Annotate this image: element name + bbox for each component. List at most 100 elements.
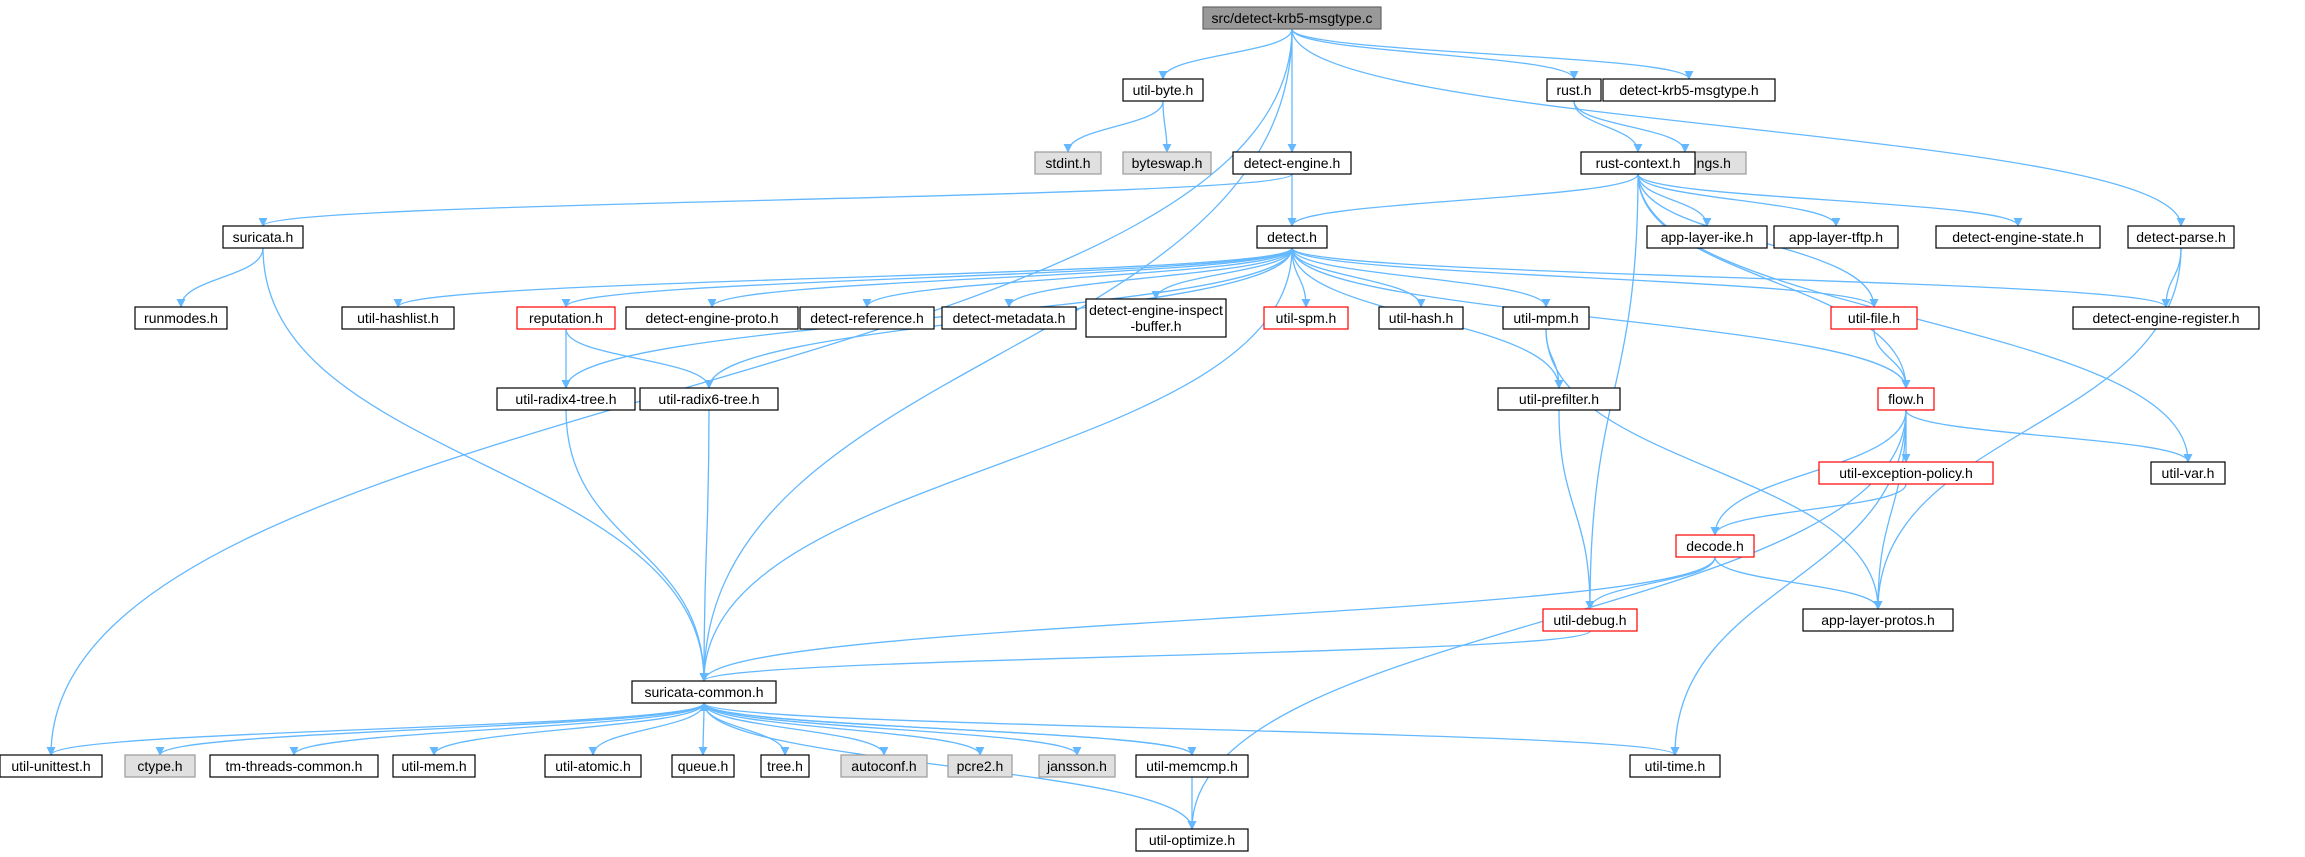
node-util-time[interactable]: util-time.h (1629, 754, 1721, 778)
node-app-layer-protos[interactable]: app-layer-protos.h (1802, 608, 1954, 632)
node-reputation[interactable]: reputation.h (516, 306, 616, 330)
node-box (760, 754, 810, 778)
node-util-prefilter[interactable]: util-prefilter.h (1497, 387, 1621, 411)
node-label: app-layer-protos.h (1821, 612, 1935, 628)
node-root[interactable]: src/detect-krb5-msgtype.c (1202, 6, 1382, 30)
node-util-memcmp[interactable]: util-memcmp.h (1135, 754, 1249, 778)
node-box (392, 754, 476, 778)
node-detect-engine-inspect[interactable]: detect-engine-inspect-buffer.h (1085, 298, 1227, 338)
node-label: util-mpm.h (1513, 310, 1578, 326)
node-util-spm[interactable]: util-spm.h (1263, 306, 1349, 330)
node-pcre2[interactable]: pcre2.h (947, 754, 1013, 778)
node-detect-engine-state[interactable]: detect-engine-state.h (1935, 225, 2101, 249)
node-label: detect-metadata.h (953, 310, 1066, 326)
node-label: detect-parse.h (2136, 229, 2226, 245)
node-detect-metadata[interactable]: detect-metadata.h (941, 306, 1077, 330)
node-util-file[interactable]: util-file.h (1830, 306, 1918, 330)
edge-util_byte-to-stdint (1063, 100, 1164, 153)
edge-suricata_common-to-tm_threads_common (289, 702, 705, 756)
node-util-mem[interactable]: util-mem.h (392, 754, 476, 778)
node-label: util-hashlist.h (357, 310, 439, 326)
node-label: -buffer.h (1130, 318, 1181, 334)
node-label: autoconf.h (851, 758, 916, 774)
node-decode[interactable]: decode.h (1675, 534, 1755, 558)
node-app-layer-ike[interactable]: app-layer-ike.h (1646, 225, 1768, 249)
node-detect-krb5-h[interactable]: detect-krb5-msgtype.h (1602, 78, 1776, 102)
node-box (209, 754, 379, 778)
node-rust[interactable]: rust.h (1546, 78, 1602, 102)
node-ctype[interactable]: ctype.h (124, 754, 196, 778)
node-util-byte[interactable]: util-byte.h (1122, 78, 1204, 102)
node-byteswap[interactable]: byteswap.h (1122, 151, 1212, 175)
node-queue[interactable]: queue.h (671, 754, 735, 778)
node-box (1935, 225, 2101, 249)
node-box (941, 306, 1077, 330)
node-label: detect-reference.h (810, 310, 924, 326)
node-label: util-spm.h (1276, 310, 1337, 326)
node-detect-engine-register[interactable]: detect-engine-register.h (2072, 306, 2260, 330)
node-box (341, 306, 455, 330)
node-box (1580, 151, 1696, 175)
node-box (1818, 461, 1994, 485)
node-label: runmodes.h (144, 310, 218, 326)
node-box (1675, 534, 1755, 558)
node-runmodes[interactable]: runmodes.h (134, 306, 228, 330)
node-flow[interactable]: flow.h (1877, 387, 1935, 411)
node-util-optimize[interactable]: util-optimize.h (1135, 828, 1249, 852)
node-app-layer-tftp[interactable]: app-layer-tftp.h (1773, 225, 1899, 249)
node-suricata-common[interactable]: suricata-common.h (631, 680, 777, 704)
edge-root-to-rust (1291, 28, 1579, 80)
node-box (1830, 306, 1918, 330)
node-label: util-unittest.h (11, 758, 90, 774)
node-util-atomic[interactable]: util-atomic.h (544, 754, 642, 778)
node-jansson[interactable]: jansson.h (1038, 754, 1116, 778)
node-box (1232, 151, 1352, 175)
edge-util_radix6-to-suricata_common (699, 409, 710, 682)
node-label: queue.h (678, 758, 729, 774)
node-tree[interactable]: tree.h (760, 754, 810, 778)
node-util-hash[interactable]: util-hash.h (1378, 306, 1464, 330)
node-stdint[interactable]: stdint.h (1034, 151, 1102, 175)
node-util-exception-policy[interactable]: util-exception-policy.h (1818, 461, 1994, 485)
node-box (1542, 608, 1638, 632)
node-label: pcre2.h (957, 758, 1004, 774)
node-label: util-mem.h (401, 758, 466, 774)
node-util-mpm[interactable]: util-mpm.h (1502, 306, 1590, 330)
node-rust-context[interactable]: rust-context.h (1580, 151, 1696, 175)
node-util-debug[interactable]: util-debug.h (1542, 608, 1638, 632)
node-util-unittest[interactable]: util-unittest.h (0, 754, 103, 778)
node-box (1602, 78, 1776, 102)
node-detect-engine-proto[interactable]: detect-engine-proto.h (625, 306, 799, 330)
node-label: ctype.h (137, 758, 182, 774)
node-tm-threads-common[interactable]: tm-threads-common.h (209, 754, 379, 778)
node-autoconf[interactable]: autoconf.h (840, 754, 928, 778)
node-label: detect-engine-state.h (1952, 229, 2084, 245)
edge-decode-to-suricata_common (699, 556, 1716, 682)
node-suricata[interactable]: suricata.h (222, 225, 304, 249)
node-label: src/detect-krb5-msgtype.c (1211, 10, 1372, 26)
node-util-hashlist[interactable]: util-hashlist.h (341, 306, 455, 330)
edge-suricata-to-runmodes (176, 247, 264, 308)
edge-detect-to-util_file (1291, 247, 1879, 308)
node-util-radix4[interactable]: util-radix4-tree.h (496, 387, 636, 411)
node-box (1497, 387, 1621, 411)
edge-suricata_common-to-pcre2 (703, 702, 985, 756)
node-box (1038, 754, 1116, 778)
edge-rust_context-to-detect_engine_state (1637, 173, 2023, 227)
node-box (671, 754, 735, 778)
node-detect-reference[interactable]: detect-reference.h (799, 306, 935, 330)
edge-rust_context-to-app_layer_tftp (1637, 173, 1841, 227)
node-label: util-hash.h (1389, 310, 1454, 326)
node-util-radix6[interactable]: util-radix6-tree.h (639, 387, 779, 411)
node-box (222, 225, 304, 249)
node-util-var[interactable]: util-var.h (2150, 461, 2226, 485)
node-label: jansson.h (1046, 758, 1107, 774)
node-box (516, 306, 616, 330)
node-detect-engine[interactable]: detect-engine.h (1232, 151, 1352, 175)
node-box (1773, 225, 1899, 249)
node-detect-parse[interactable]: detect-parse.h (2127, 225, 2235, 249)
edge-detect-to-reputation (561, 247, 1293, 308)
edge-util_mpm-to-app_layer_protos (1545, 328, 1883, 610)
edge-flow-to-util_var (1905, 409, 2193, 463)
node-detect[interactable]: detect.h (1256, 225, 1328, 249)
